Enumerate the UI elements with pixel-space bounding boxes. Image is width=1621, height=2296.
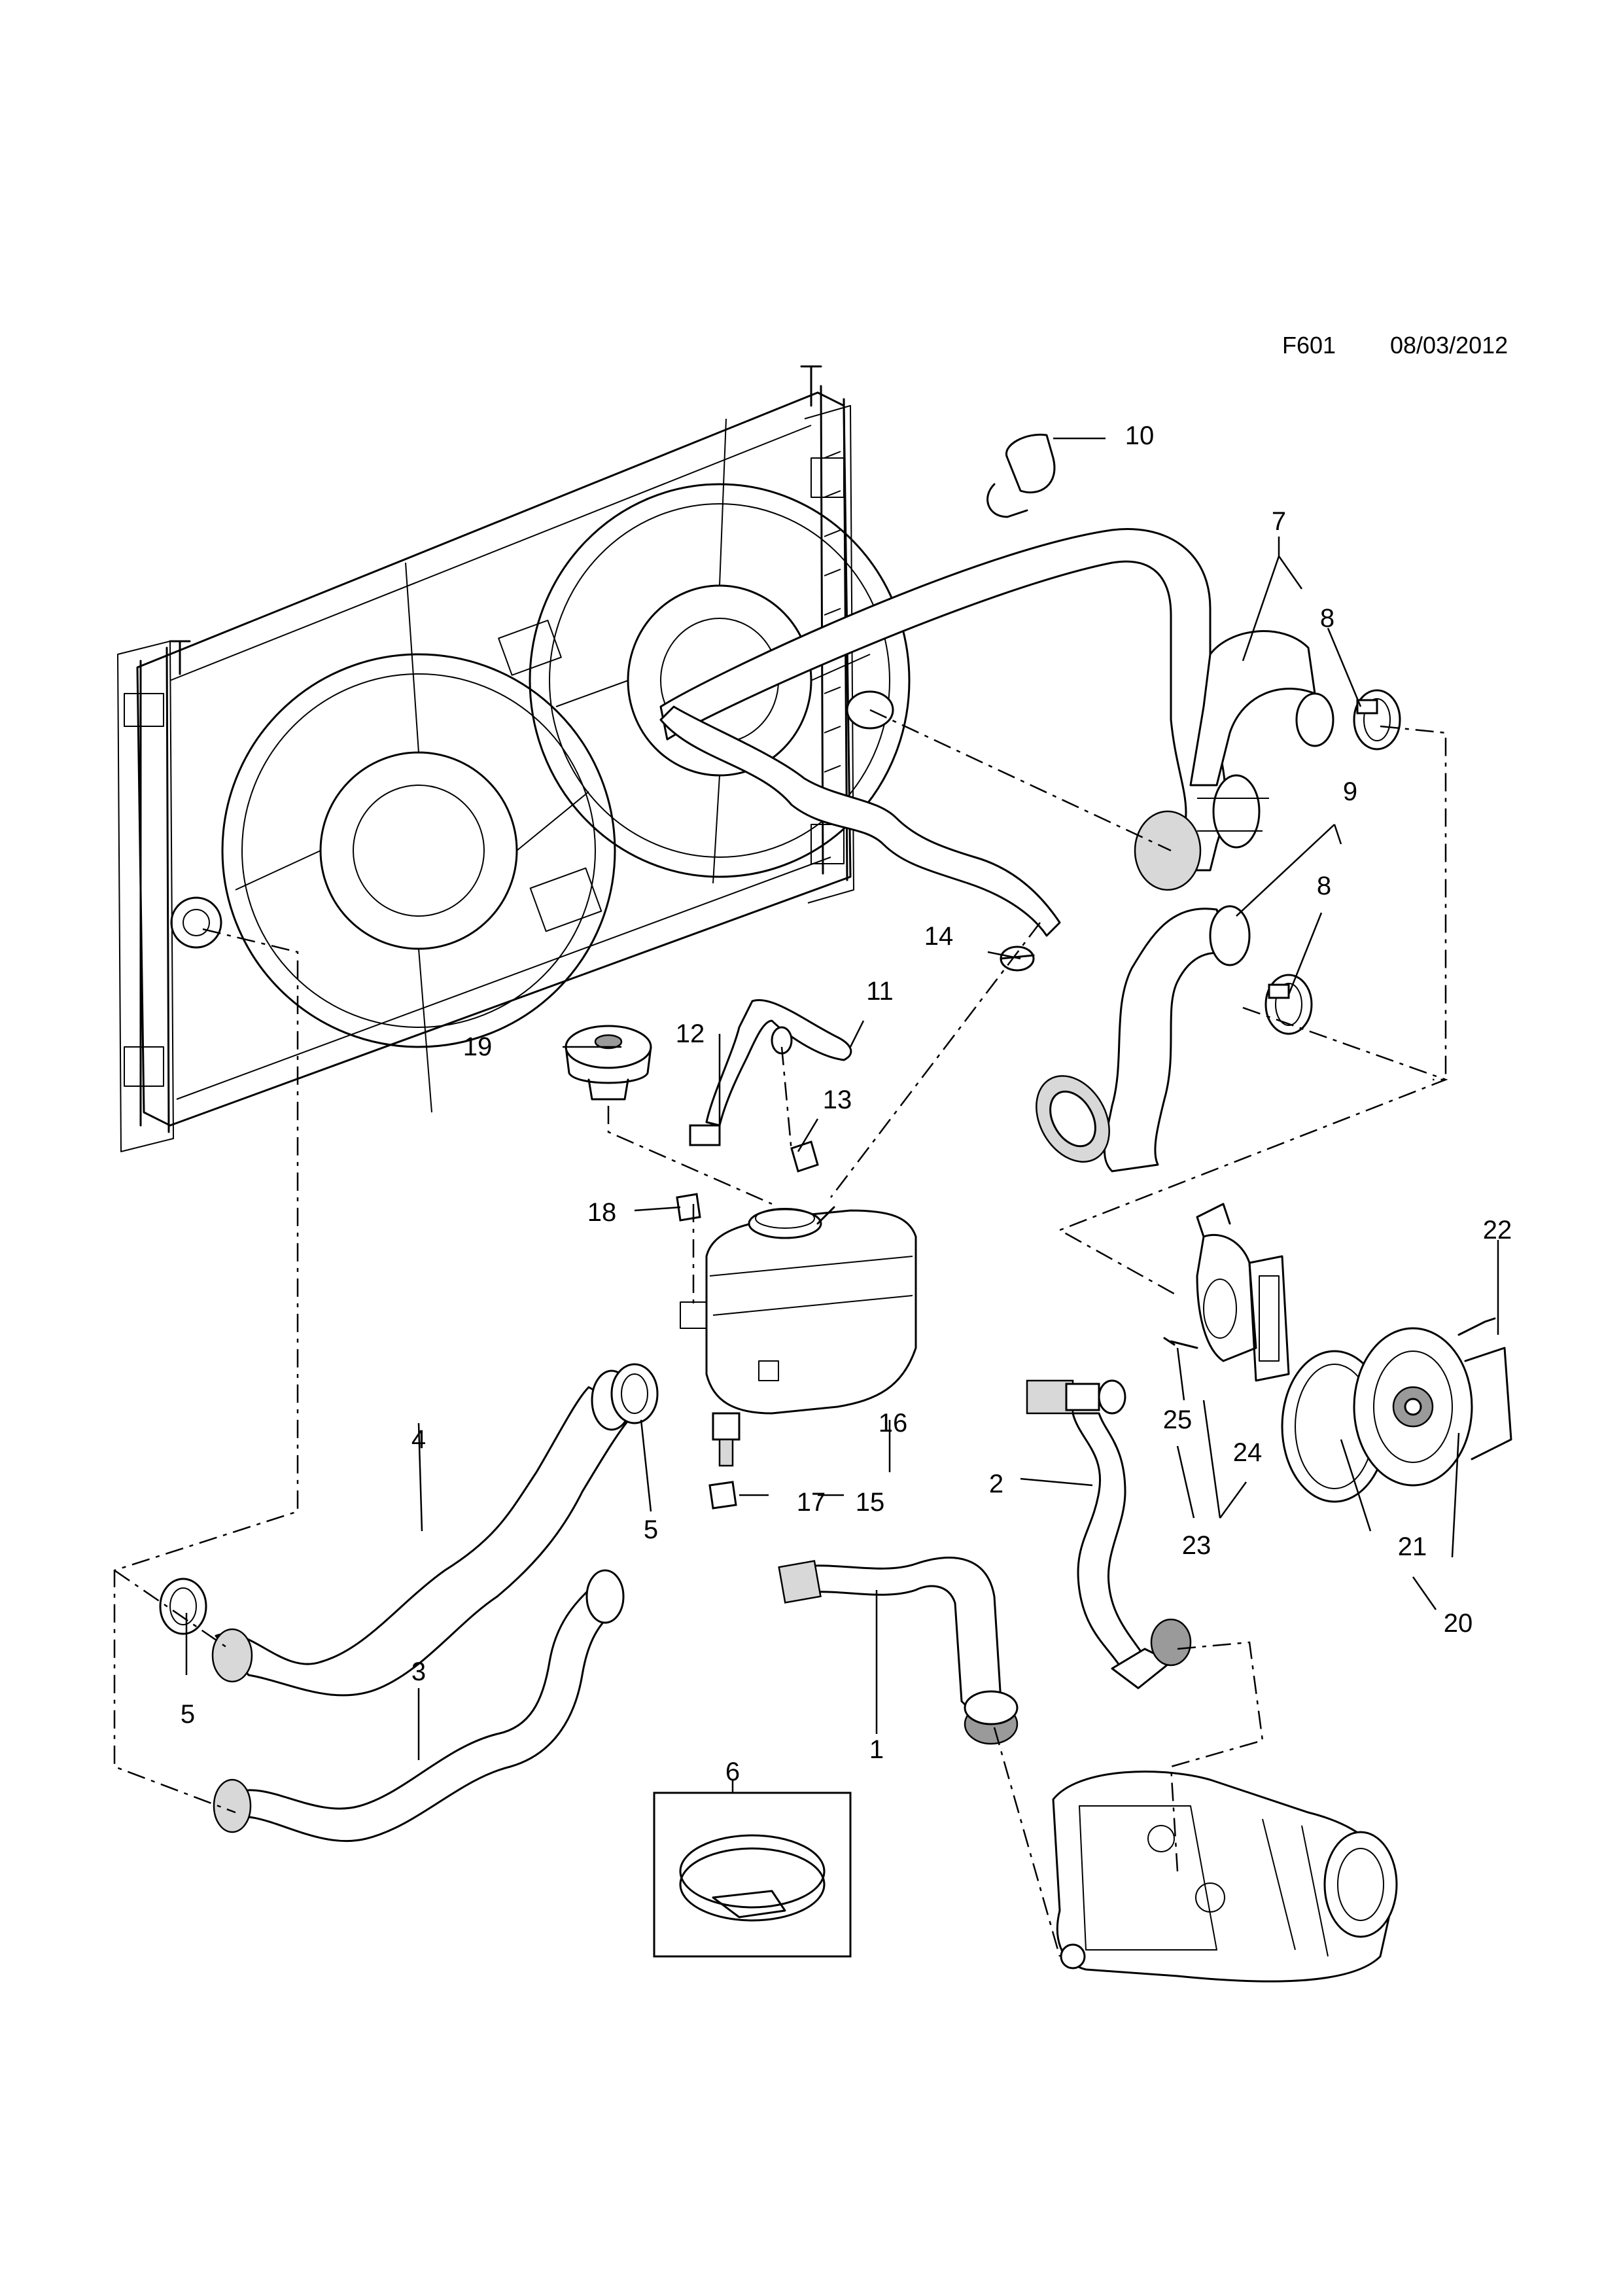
callout-11: 11: [866, 977, 894, 1006]
diagram-date: 08/03/2012: [1390, 332, 1508, 359]
hose-4-clamps: [159, 1363, 659, 1635]
expansion-tank: [676, 1193, 917, 1510]
callout-18: 18: [587, 1198, 617, 1227]
thermostat-water-pump-group: [1163, 1203, 1512, 1503]
diagram-code: F601: [1282, 332, 1336, 359]
hose-1: [778, 1557, 1019, 1745]
callout-23: 23: [1181, 1531, 1211, 1560]
callout-14: 14: [924, 922, 954, 951]
callout-8-upper: 8: [1319, 604, 1335, 633]
oil-filter-housing: [1052, 1771, 1398, 1983]
callout-3: 3: [411, 1657, 427, 1686]
callout-22: 22: [1482, 1216, 1512, 1245]
callout-2: 2: [988, 1470, 1004, 1498]
callout-5-right: 5: [643, 1515, 659, 1544]
callout-16: 16: [878, 1409, 908, 1438]
callout-5-left: 5: [180, 1700, 196, 1729]
callout-9: 9: [1342, 777, 1358, 806]
connection-lines: [113, 709, 1448, 1957]
callout-1: 1: [869, 1735, 884, 1764]
upper-radiator-hose: [659, 528, 1334, 937]
callout-25: 25: [1162, 1405, 1193, 1434]
callout-10: 10: [1124, 421, 1155, 450]
callout-17: 17: [796, 1488, 826, 1517]
callout-19: 19: [462, 1033, 493, 1061]
hose-3: [213, 1569, 625, 1843]
callout-7: 7: [1271, 507, 1287, 536]
hose-2: [1026, 1379, 1192, 1689]
lower-radiator-hose: [1036, 905, 1251, 1173]
callout-21: 21: [1397, 1532, 1427, 1561]
callout-8-lower: 8: [1316, 872, 1332, 900]
callout-4: 4: [411, 1425, 427, 1454]
bleed-hose: [689, 999, 852, 1173]
callout-13: 13: [822, 1086, 852, 1114]
callout-24: 24: [1232, 1438, 1263, 1467]
leader-lines: [185, 437, 1499, 1793]
callout-15: 15: [855, 1488, 885, 1517]
callout-12: 12: [675, 1019, 705, 1048]
filler-cap: [565, 1025, 652, 1101]
clamp-detail-6: [653, 1792, 852, 1958]
callout-6: 6: [725, 1757, 741, 1786]
callout-20: 20: [1443, 1609, 1473, 1638]
